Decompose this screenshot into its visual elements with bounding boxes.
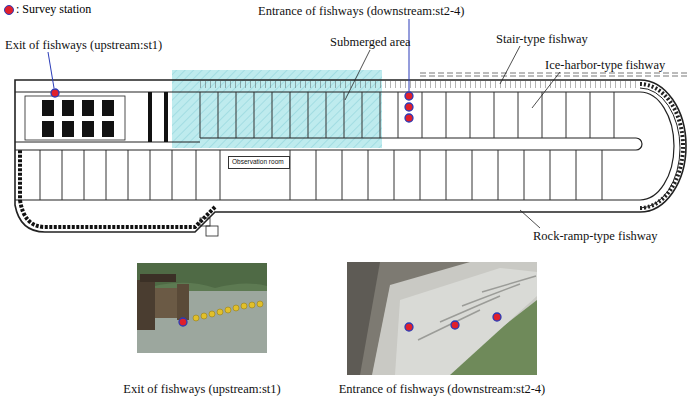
- callout-label: Stair-type fishway: [496, 32, 588, 46]
- callout-label: Rock-ramp-type fishway: [533, 229, 658, 243]
- photo-entrance: [347, 262, 537, 375]
- photo-caption: Exit of fishways (upstream:st1): [123, 382, 280, 396]
- callout-label: Exit of fishways (upstream:st1): [5, 38, 162, 52]
- photo-caption: Entrance of fishways (downstream:st2-4): [339, 382, 546, 396]
- legend-swatch: [4, 5, 14, 15]
- legend-row: : Survey station: [4, 2, 91, 17]
- photo-exit: [137, 263, 267, 353]
- callout-label: Submerged area: [330, 35, 411, 49]
- callout-label: Ice-harbor-type fishway: [545, 58, 665, 72]
- room-label: Observation room: [232, 158, 286, 166]
- callout-label: Entrance of fishways (downstream:st2-4): [258, 4, 465, 18]
- room-box: Observation room: [228, 156, 290, 169]
- legend-text: : Survey station: [16, 2, 91, 17]
